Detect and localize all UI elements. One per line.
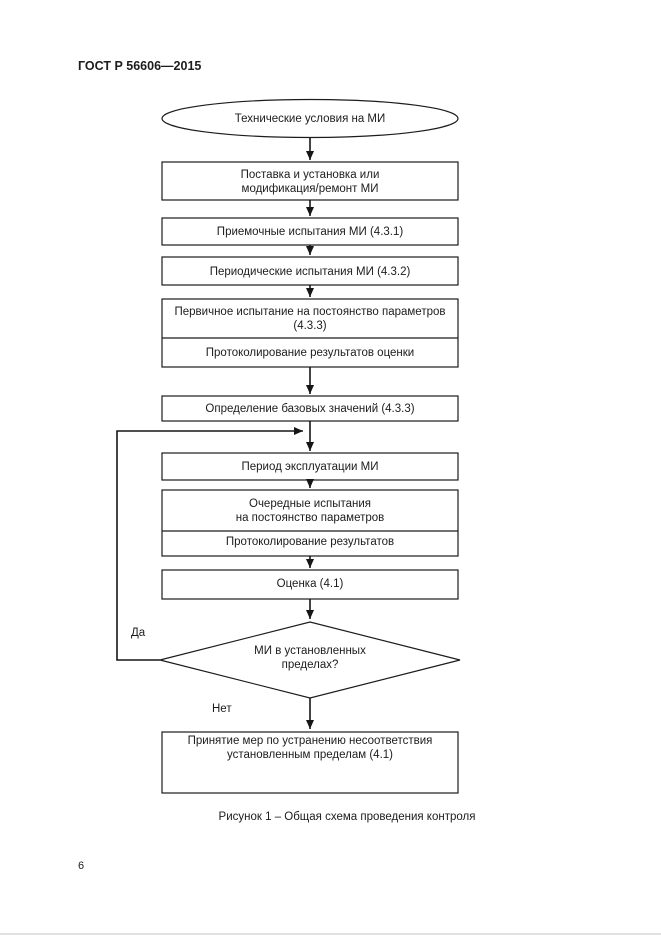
action-box-label-line2: установленным пределам (4.1) [227,749,393,761]
supply-box-label-line1: Поставка и установка или [241,169,380,181]
baseline-box-label: Определение базовых значений (4.3.3) [205,403,414,415]
logging-results-box-label: Протоколирование результатов оценки [206,347,414,359]
periodic-box-label: Периодические испытания МИ (4.3.2) [210,266,411,278]
regular-test-box-label-line1: Очередные испытания [249,498,371,510]
regular-test-box-label-line2: на постоянство параметров [236,512,385,524]
regular-test-box-shape [161,489,459,557]
figure-caption: Рисунок 1 – Общая схема проведения контр… [219,811,476,823]
decision-diamond-label-line2: пределах? [282,659,339,671]
initial-test-box-label-line2: (4.3.3) [293,320,326,332]
branch-label-no: Нет [212,703,232,715]
periodic-box-shape [161,256,459,286]
acceptance-box-shape [161,217,459,246]
acceptance-box-label: Приемочные испытания МИ (4.3.1) [217,226,404,238]
operation-box-label: Период эксплуатации МИ [241,461,378,473]
supply-box-shape [161,161,459,201]
evaluation-box-label: Оценка (4.1) [277,578,344,590]
evaluation-box-shape [161,569,459,600]
scan-edge-bottom [0,933,661,935]
page-number: 6 [78,860,84,872]
arrow-feedback-yes-loop [116,427,303,661]
operation-box-shape [161,452,459,481]
document-header: ГОСТ Р 56606—2015 [78,59,201,73]
supply-box-label-line2: модификация/ремонт МИ [242,183,379,195]
initial-test-box-label-line1: Первичное испытание на постоянство парам… [174,306,445,318]
action-box-shape [161,731,459,794]
logging-box-label: Протоколирование результатов [226,536,394,548]
start-terminator-label: Технические условия на МИ [235,113,386,125]
baseline-box-shape [161,395,459,422]
decision-diamond-label-line1: МИ в установленных [254,645,366,657]
initial-test-box-shape [161,298,459,368]
action-box-label-line1: Принятие мер по устранению несоответстви… [188,735,433,747]
branch-label-yes: Да [131,627,146,639]
decision-diamond-shape [159,621,461,699]
